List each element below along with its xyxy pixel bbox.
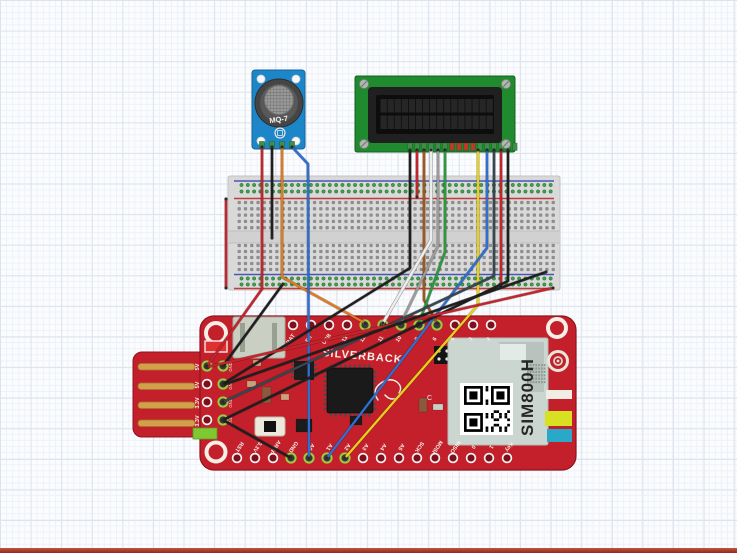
silk-mark: C [427,395,432,402]
mq7-hole [256,74,266,84]
pin-label-3.3V: 3.3V [195,397,201,409]
wire-lcd-d6-gnd[interactable] [221,148,496,404]
pin-label-A4: A4 [378,442,387,452]
lcd-pin-pad [456,142,462,151]
antenna-connector [547,350,569,372]
smd-component [280,393,290,401]
pin-label-Key: Key [503,441,514,453]
pin-label-A2: A2 [342,442,351,451]
pin-label-13: 13 [341,335,349,343]
pin-label-5: 5 [450,336,457,342]
pin-label-GND: GND [287,440,299,453]
wires [205,145,555,460]
smd-component [261,386,272,404]
edge-pad-cyan [547,429,572,442]
wire-mq7-ao-to-a0[interactable] [290,145,311,460]
pin-label-BAT: BAT [286,333,298,346]
usb-finger [137,401,196,409]
smd-component [432,403,444,411]
mounting-hole [546,317,568,339]
lcd-display[interactable] [354,75,518,153]
usb-finger [137,363,196,371]
wire-lcd-e-to-9[interactable] [417,148,447,325]
mq7-logo [274,127,286,139]
lcd-pin-pad [449,142,455,151]
mq7-label: MQ-7 [269,114,289,126]
pin-label-A3: A3 [360,442,369,451]
wire-mq7-vcc-to-5v[interactable] [205,145,264,368]
lcd-pin-pad [470,142,476,151]
pin-label-A5: A5 [396,442,405,451]
pin-label-gnd: GND [228,380,233,389]
mcu-chip [323,364,377,417]
pin-label-5V: 5V [195,381,201,388]
pin-label-SCK: SCK [413,440,425,453]
edge-pad-white [546,390,572,399]
mounting-hole [204,440,228,464]
wire-lcd-k-gnd[interactable] [221,148,510,422]
pin-label-6: 6 [432,336,439,342]
pin-label-gnd: GND [228,398,233,407]
pin-label-A1: A1 [324,442,333,451]
wire-lcd-rw-to-10[interactable] [399,148,440,325]
pin-label-A0: A0 [306,442,315,451]
pin-label-3.3V: 3.3V [195,415,201,427]
pin-label-1: 1 [487,444,494,450]
qr-code [460,383,513,435]
bottom-panel-edge [0,548,737,553]
edge-pad-yellow [545,411,572,426]
wire-rail-gnd-long[interactable] [221,270,548,387]
lcd-pin-pad [463,142,469,151]
pin-label-3: 3 [468,336,475,342]
wire-lcd-vss-gnd[interactable] [221,148,412,386]
smd-component [418,397,428,413]
lcd-pin-pad [512,142,518,151]
pin-label-10: 10 [395,335,403,343]
wire-mq7-do-to-12[interactable] [280,145,367,325]
mq7-sensor[interactable]: MQ-7 [251,69,306,150]
pin-label-RST: RST [233,440,245,453]
pin-label-3.3V: 3.3V [251,440,263,453]
breadboard-channel [228,230,560,244]
wire-rail-5v-long[interactable] [205,286,555,369]
usb-finger [137,419,196,427]
sim-module-label: SIM800H [518,358,537,436]
wire-gnd-to-gnd-pin[interactable] [221,418,293,460]
pin-label-12: 12 [359,335,367,343]
breadboard[interactable] [227,175,561,291]
pin-label-2: 2 [486,336,493,342]
pin-label-11: 11 [377,335,385,343]
usb-finger [137,382,196,390]
mq7-hole [291,74,301,84]
wire-lcd-d5-to-a1[interactable] [325,148,489,460]
pin-label-gnd: GND [228,416,233,425]
pin-label-5V: 5V [195,363,201,370]
status-led [192,427,218,440]
wire-rail-gnd-jumper[interactable] [221,282,285,368]
pin-label-0: 0 [469,444,476,450]
smd-component [246,380,257,388]
pin-label-gnd: GND [228,362,233,371]
wire-lcd-rs-to-11[interactable] [381,148,433,325]
